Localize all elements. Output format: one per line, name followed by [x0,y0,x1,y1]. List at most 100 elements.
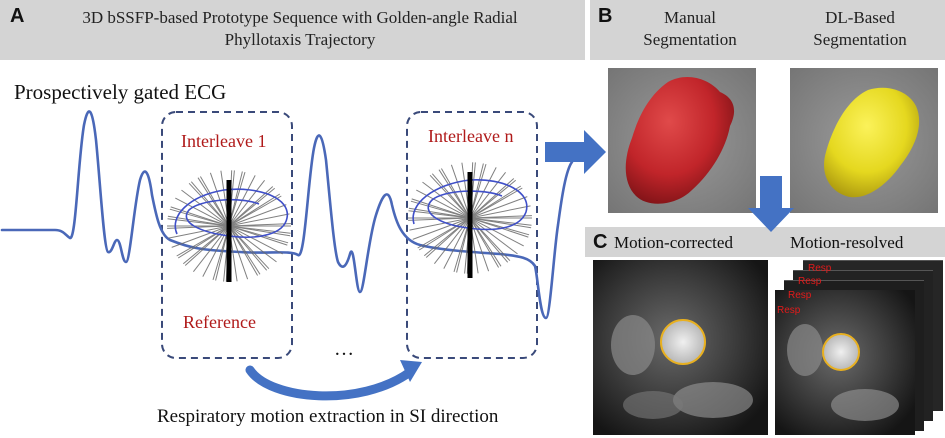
radial-spoke [188,182,270,270]
radial-spoke [423,179,517,257]
radial-spoke [182,187,276,265]
dl-heart-render [790,68,938,213]
resp-label-2: Resp [788,290,812,301]
motion-resolved-label: Motion-resolved [790,233,904,252]
respiratory-curved-arrow [245,365,415,401]
radial-spoke [177,193,281,259]
dl-segmentation-title: DL-Based Segmentation [780,7,940,51]
dl-segmentation-image [790,68,938,213]
motion-corrected-mri-render [593,260,768,435]
radial-spoke [438,169,502,267]
interleave-1-label: Interleave 1 [181,131,267,151]
resp-label-1: Resp [777,305,801,316]
respiratory-caption: Respiratory motion extraction in SI dire… [157,406,499,427]
radial-spoke [167,223,291,229]
radial-spoke [167,218,291,234]
radial-spoke [453,163,487,273]
dl-title-line2: Segmentation [813,30,907,49]
radial-spoke [408,207,532,229]
panel-a-title: 3D bSSFP-based Prototype Sequence with G… [40,7,560,51]
manual-segmentation-image [608,68,756,213]
manual-segmentation-title: Manual Segmentation [610,7,770,51]
resolved-lv-blood-pool [823,334,859,370]
radial-trajectory-n [408,162,532,278]
radial-spoke [431,173,509,263]
radial-spoke [408,215,532,221]
respiratory-curved-arrowhead [400,360,422,382]
panel-b-header-band [590,0,945,60]
radial-trajectory-1 [167,170,291,282]
radial-spoke [184,186,274,266]
dl-title-line1: DL-Based [825,8,895,27]
phyllotaxis-spiral-1 [174,188,288,238]
radial-spoke [167,215,291,237]
radial-spoke [410,200,530,236]
panel-a-title-line1: 3D bSSFP-based Prototype Sequence with G… [82,8,518,27]
resp-frame-1 [775,290,915,435]
panel-a-header-band [0,0,585,60]
radial-spoke [225,170,233,282]
phyllotaxis-spiral-n [412,179,528,231]
radial-spoke [417,187,523,249]
motion-resolved-stack: Resp Resp Resp Resp [775,260,945,438]
manual-heart-render [608,68,756,213]
panel-c-header-band [585,227,945,257]
manual-heart-shape [625,77,735,204]
radial-spoke [466,162,474,274]
radial-spoke [429,174,511,262]
radial-spoke [212,171,246,281]
radial-spoke [168,213,290,239]
panel-c-letter: C [593,231,608,253]
radial-spoke [193,179,265,273]
radial-spoke [408,210,532,226]
radial-spoke [197,177,261,275]
dl-heart-shape [824,87,920,198]
radial-spoke [422,181,518,255]
radial-spoke [434,171,506,265]
radial-spoke [464,162,476,274]
resp-label-4: Resp [808,263,832,274]
radial-spoke [202,175,256,277]
ecg-label: Prospectively gated ECG [14,80,227,104]
radial-spoke [171,204,287,248]
resp-label-3: Resp [798,276,822,287]
interleave-n-label: Interleave n [428,126,514,146]
radial-spoke [181,189,277,263]
ellipsis: … [334,338,354,360]
radial-spoke [416,189,524,247]
interleave-n-box [406,111,538,359]
radial-spoke [175,197,283,255]
radial-spoke [220,170,238,282]
radial-spoke [425,178,515,258]
radial-spoke [176,195,282,257]
radial-spoke [456,163,484,273]
radial-spoke [190,181,268,271]
radial-spoke [440,168,500,268]
motion-corrected-label: Motion-corrected [614,233,733,252]
radial-spoke [409,205,531,231]
radial-spoke [215,171,243,281]
lv-contour [660,319,706,365]
manual-title-line2: Segmentation [643,30,737,49]
panel-b-letter: B [598,5,613,27]
radial-spoke [418,185,522,251]
radial-spoke [209,172,249,280]
motion-resolved-mri-render [775,290,915,435]
radial-spoke [443,167,497,269]
radial-spoke [450,164,490,272]
radial-spoke [461,162,479,274]
arrow-a-to-b [545,130,606,174]
panel-a-letter: A [10,5,25,27]
radial-spoke [223,170,235,282]
radial-spoke [411,198,529,238]
manual-title-line1: Manual [664,8,716,27]
resolved-lv-contour [822,333,860,371]
radial-spoke [170,206,288,246]
radial-spoke [412,196,528,240]
motion-corrected-mri [593,260,768,435]
radial-spoke [169,208,289,244]
reference-label: Reference [183,312,256,332]
panel-a-title-line2: Phyllotaxis Trajectory [224,30,376,49]
lv-blood-pool [661,320,705,364]
radial-spoke [199,176,259,276]
